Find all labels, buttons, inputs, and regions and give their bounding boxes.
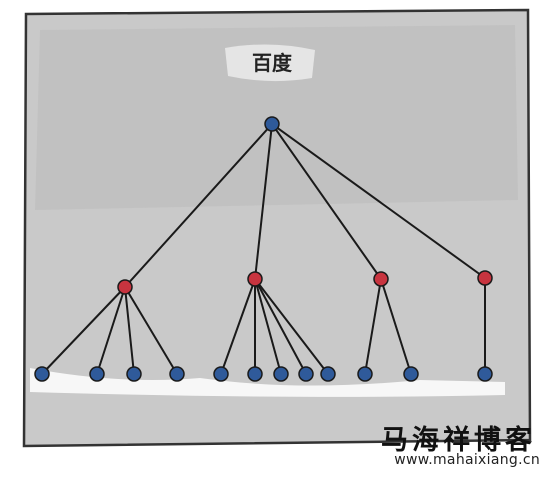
leaf-node-b-1	[213, 366, 229, 382]
edge-root-to-c	[271, 123, 382, 280]
leaf-node-b-2	[247, 366, 263, 382]
tree-edges	[41, 123, 486, 375]
background-shading	[35, 25, 518, 210]
leaf-node-a-1	[34, 366, 50, 382]
edge-b-to-leaf-3	[254, 278, 282, 375]
level1-node-a	[117, 279, 133, 295]
edge-a-to-leaf-4	[124, 286, 178, 375]
title-highlight	[225, 44, 315, 82]
leaf-node-a-4	[169, 366, 185, 382]
edge-a-to-leaf-3	[124, 286, 135, 375]
edge-b-to-leaf-1	[220, 278, 256, 375]
watermark-url: www.mahaixiang.cn	[394, 452, 540, 468]
level1-node-d	[477, 270, 493, 286]
leaf-node-b-4	[298, 366, 314, 382]
leaf-ground-highlight	[30, 368, 505, 397]
edge-a-to-leaf-2	[96, 286, 126, 375]
edge-root-to-d	[271, 123, 486, 279]
root-node	[264, 116, 280, 132]
leaf-node-a-3	[126, 366, 142, 382]
leaf-node-c-2	[403, 366, 419, 382]
leaf-node-c-1	[357, 366, 373, 382]
edge-root-to-b	[254, 123, 273, 280]
leaf-node-b-5	[320, 366, 336, 382]
leaf-node-a-2	[89, 366, 105, 382]
watermark-name: 马海祥博客	[381, 425, 536, 456]
tree-nodes	[34, 116, 493, 382]
level1-node-c	[373, 271, 389, 287]
diagram-title: 百度	[252, 51, 293, 75]
level1-node-b	[247, 271, 263, 287]
edge-b-to-leaf-5	[254, 278, 329, 375]
edge-c-to-leaf-1	[364, 278, 382, 375]
edge-a-to-leaf-1	[41, 286, 126, 375]
leaf-node-d-1	[477, 366, 493, 382]
edge-root-to-a	[124, 123, 273, 288]
edge-c-to-leaf-2	[380, 278, 412, 375]
edge-b-to-leaf-4	[254, 278, 307, 375]
leaf-node-b-3	[273, 366, 289, 382]
